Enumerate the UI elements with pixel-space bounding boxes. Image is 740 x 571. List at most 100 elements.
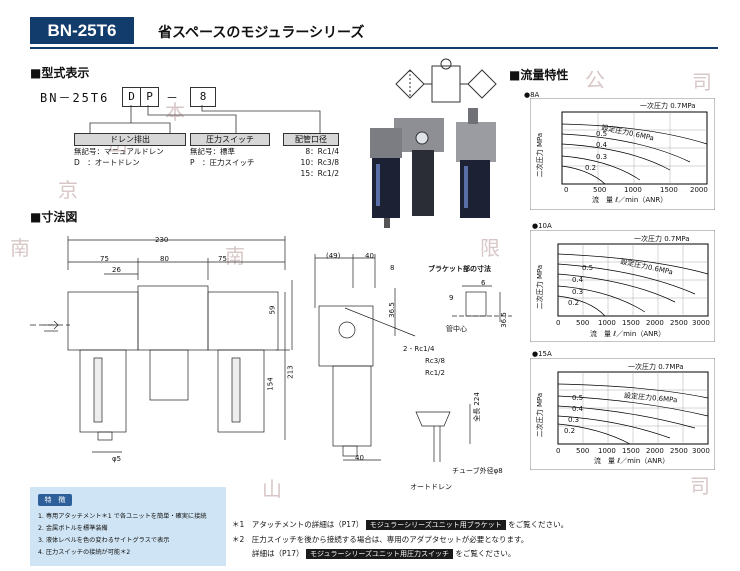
table-switch: 圧力スイッチ 無記号：標準 P ：圧力スイッチ	[190, 133, 270, 168]
model-badge: BN-25T6	[30, 17, 134, 44]
table-switch-header: 圧力スイッチ	[190, 133, 270, 146]
header-rule	[30, 47, 718, 49]
feature-item: 4. 圧力スイッチの接続が可能＊2	[38, 549, 131, 556]
dim-49: (49)	[326, 252, 341, 260]
note-3: 詳細は（P17） モジュラーシリーズユニット用圧力スイッチ をご覧ください。	[252, 548, 515, 559]
model-dash: －	[166, 91, 179, 105]
chart-10a-xtick: 2500	[670, 319, 688, 327]
chart-10a-curve-label: 0.2	[568, 299, 580, 307]
table-port-header: 配管口径	[283, 133, 339, 146]
chart-15a-xtick: 1500	[622, 447, 640, 455]
chart-10a-xtick: 3000	[692, 319, 710, 327]
note-3-text: 詳細は（P17）	[252, 549, 304, 558]
dim-75-left: 75	[100, 255, 109, 263]
chart-label-8a: ●8A	[524, 91, 540, 99]
dim-154: 154	[266, 377, 275, 391]
model-box-drain: D	[122, 87, 141, 107]
drain-detail-drawing	[415, 404, 471, 462]
features-label: 特 徴	[38, 494, 72, 506]
chart-15a-ylabel: 二次圧力 MPa	[536, 392, 545, 438]
dim-phi5: φ5	[112, 455, 122, 463]
bracket-dim-6: 6	[481, 279, 486, 287]
dim-230: 230	[155, 236, 169, 244]
pipe-center-label: 管中心	[446, 325, 467, 333]
table-port-row: 8：Rc1/4	[305, 147, 339, 156]
chart-10a-xtick: 2000	[646, 319, 664, 327]
dim-80: 80	[160, 255, 169, 263]
feature-item: 3. 液体レベルを色の変わるサイトグラスで表示	[38, 537, 170, 544]
dim-213: 213	[286, 365, 295, 379]
dim-40-bottom: 40	[355, 454, 364, 462]
chart-15a-xtick: 2000	[646, 447, 664, 455]
table-drain-row: 無記号：マニュアルドレン	[74, 147, 164, 156]
model-prefix: BN－25T6	[40, 91, 110, 105]
section-dims: ■寸法図	[30, 210, 78, 224]
chart-15a-curve-label: 0.2	[564, 427, 576, 435]
chart-10a-curve-label: 0.4	[572, 276, 584, 284]
chart-8a-curve-label: 0.3	[596, 153, 608, 161]
product-photo	[370, 108, 496, 228]
port-size-1: 2 - Rc1/4	[403, 345, 435, 353]
table-drain: ドレン排出 無記号：マニュアルドレン D ：オートドレン	[74, 133, 186, 168]
chart-10a-curve-label: 0.3	[572, 288, 584, 296]
table-drain-row: D ：オートドレン	[74, 158, 140, 167]
chart-10a-xtick: 500	[576, 319, 590, 327]
chart-15a-xtick: 500	[576, 447, 590, 455]
section-flow: ■流量特性	[509, 68, 569, 82]
port-size-2: Rc3/8	[425, 357, 445, 365]
model-box-port: 8	[190, 87, 216, 107]
table-port-row: 10：Rc3/8	[300, 158, 339, 167]
note-1-text: ＊1 アタッチメントの詳細は（P17）	[232, 520, 364, 529]
chart-8a-xtick: 1500	[660, 186, 678, 194]
note-1-text-end: をご覧ください。	[508, 520, 569, 529]
chart-8a-xtick: 2000	[690, 186, 708, 194]
table-switch-row: P ：圧力スイッチ	[190, 158, 255, 167]
chart-10a-xtick: 1000	[598, 319, 616, 327]
chart-8a-xtick: 1000	[624, 186, 642, 194]
pneumatic-symbol-diagram	[395, 58, 497, 103]
flow-chart-8a	[530, 98, 715, 210]
chart-10a-xlabel: 流 量 ℓ／min（ANR）	[590, 330, 666, 338]
feature-item: 2. 金属ボトルを標準装備	[38, 525, 108, 532]
flow-chart-15a	[530, 358, 715, 470]
note-1-tag: モジュラーシリーズユニット用ブラケット	[365, 520, 506, 530]
chart-10a-xtick: 1500	[622, 319, 640, 327]
front-view-drawing	[30, 236, 293, 453]
page-title: 省スペースのモジュラーシリーズ	[158, 25, 365, 41]
dim-75-right: 75	[218, 255, 227, 263]
tube-od-label: チューブ外径φ8	[452, 467, 503, 475]
chart-8a-xtick: 500	[593, 186, 607, 194]
chart-10a-xtick: 0	[556, 319, 561, 327]
feature-item: 1. 専用アタッチメント＊1 で各ユニットを簡単・確実に接続	[38, 513, 207, 520]
chart-label-10a: ●10A	[532, 222, 552, 230]
table-port: 配管口径 8：Rc1/4 10：Rc3/8 15：Rc1/2	[283, 133, 339, 179]
section-model: ■型式表示	[30, 66, 90, 80]
flow-chart-10a	[530, 230, 715, 342]
chart-15a-xtick: 2500	[670, 447, 688, 455]
chart-15a-curve-label: 0.3	[568, 416, 580, 424]
chart-8a-pressure-title: 一次圧力 0.7MPa	[640, 102, 696, 110]
note-2: ＊2 圧力スイッチを後から接続する場合は、専用のアダプタセットが必要となります。	[232, 535, 529, 544]
chart-15a-xlabel: 流 量 ℓ／min（ANR）	[594, 457, 670, 465]
chart-10a-curve-label: 0.5	[582, 264, 594, 272]
autodrain-label: オートドレン	[410, 483, 452, 491]
chart-8a-xlabel: 流 量 ℓ／min（ANR）	[592, 196, 668, 204]
dim-8: 8	[390, 264, 395, 272]
dim-36-5: 36.5	[387, 302, 396, 318]
bracket-drawing	[452, 285, 512, 322]
chart-label-15a: ●15A	[532, 350, 552, 358]
chart-8a-curve-label: 0.4	[596, 141, 608, 149]
chart-8a-curve-label: 0.2	[585, 164, 597, 172]
chart-15a-curve-label: 0.4	[572, 405, 584, 413]
note-3-text-end: をご覧ください。	[455, 549, 516, 558]
side-view-drawing	[314, 254, 416, 461]
table-port-row: 15：Rc1/2	[300, 169, 339, 178]
chart-15a-xtick: 1000	[598, 447, 616, 455]
chart-8a-ylabel: 二次圧力 MPa	[536, 132, 545, 178]
table-drain-header: ドレン排出	[74, 133, 186, 146]
chart-15a-xtick: 0	[556, 447, 561, 455]
note-1: ＊1 アタッチメントの詳細は（P17） モジュラーシリーズユニット用ブラケット …	[232, 519, 568, 530]
dim-40-top: 40	[365, 252, 374, 260]
dim-59: 59	[268, 305, 277, 315]
model-leader-lines	[89, 105, 321, 133]
